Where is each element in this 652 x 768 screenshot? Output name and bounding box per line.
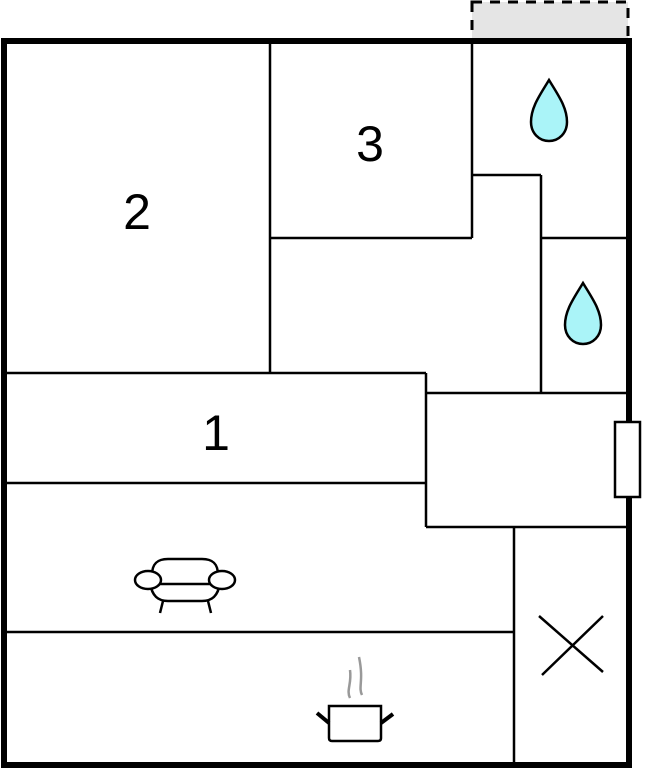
window-icon — [613, 420, 642, 499]
balcony — [470, 0, 630, 42]
outer-wall — [1, 38, 632, 768]
water-drop-icon — [563, 280, 603, 346]
cross-icon — [538, 615, 604, 676]
water-drop-icon — [529, 77, 569, 143]
room-label-3: 3 — [356, 116, 384, 172]
room-label-1: 1 — [202, 405, 230, 461]
sofa-icon — [133, 557, 237, 614]
interior-walls — [4, 43, 627, 766]
room-label-2: 2 — [123, 184, 151, 240]
cooking-pot-icon — [315, 656, 395, 743]
